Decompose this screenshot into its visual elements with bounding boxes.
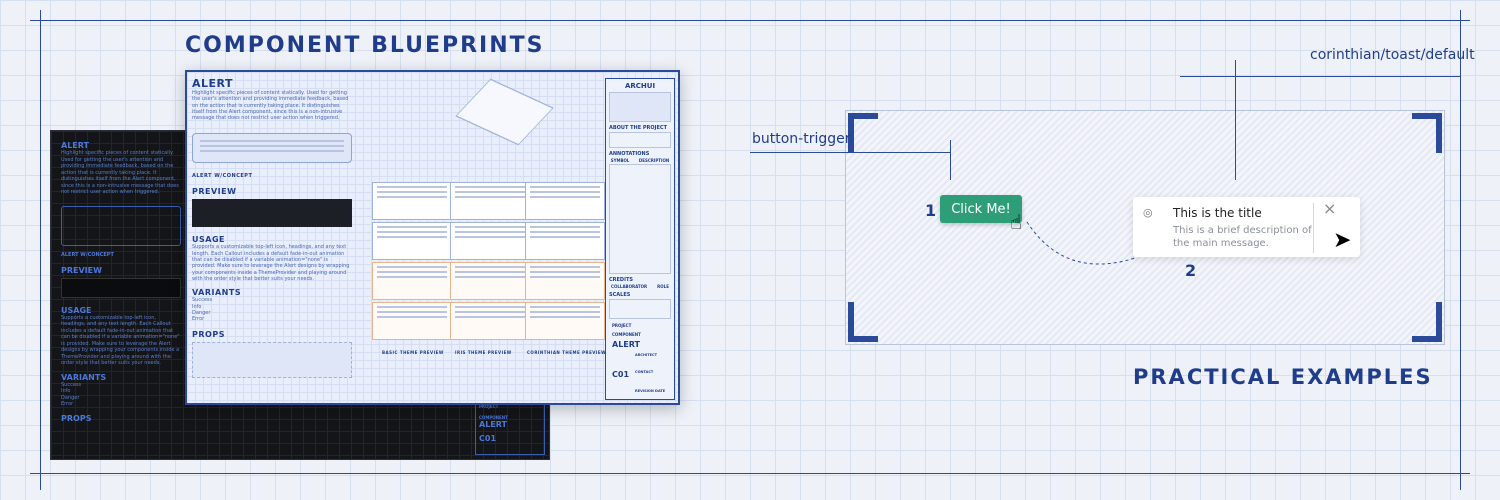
architect-label: ARCHITECT [635,353,657,357]
hand-pointer-icon: ☝ [1010,210,1023,234]
trigger-leader [750,152,950,153]
variant-item: Info [192,303,202,310]
project-label: PROJECT [612,323,632,328]
scales-box [609,299,671,319]
dark-variant: Info [61,388,71,394]
dark-preview-heading: PREVIEW [61,265,102,275]
dark-code: C01 [479,434,497,443]
variant-card [450,222,530,260]
props-heading: PROPS [192,330,225,340]
dark-usage-text: Supports a customizable top-left icon, h… [61,314,180,367]
variant-card [372,182,452,220]
practical-examples-heading: PRACTICAL EXAMPLES [1133,365,1433,389]
variant-card [525,302,605,340]
border-bottom [30,473,1470,474]
step-2-marker: 2 [1185,261,1197,280]
frame-corner [848,113,878,153]
dark-usage-heading: USAGE [61,305,92,315]
dark-project-label: PROJECT [479,404,499,409]
alert-sample [192,133,352,164]
dark-variant: Success [61,381,82,388]
toast-notification: ◎ This is the title This is a brief desc… [1133,197,1360,257]
iris-theme-preview-label: IRIS THEME PREVIEW [455,350,512,355]
button-trigger-label: button-trigger [752,131,851,147]
trigger-leader [950,140,951,180]
sheet-title: ALERT [192,77,234,90]
light-blueprint-sheet: ALERT Highlight specific pieces of conte… [185,70,680,405]
toast-leader [1180,76,1460,77]
variant-card [525,262,605,300]
border-right [1460,10,1461,490]
collaborator-col: COLLABORATOR [611,284,648,289]
variant-card [525,222,605,260]
dashed-connector [1026,221,1136,265]
toast-leader [1235,60,1236,180]
step-1-marker: 1 [925,201,937,220]
dark-concept-label: ALERT W/CONCEPT [61,251,114,258]
basic-theme-preview-label: BASIC THEME PREVIEW [382,350,444,355]
dark-title: ALERT [61,141,90,150]
dark-props-heading: PROPS [61,413,92,423]
variant-item: Success [192,297,213,304]
component-name: ALERT [612,340,641,349]
toast-title: This is the title [1173,206,1262,220]
page-heading: COMPONENT BLUEPRINTS [185,33,545,58]
scales-heading: SCALES [609,292,631,298]
component-label: COMPONENT [612,332,641,337]
variant-card [372,222,452,260]
variant-card [450,302,530,340]
variant-item: Danger [192,309,211,316]
variants-heading: VARIANTS [192,288,242,298]
dark-title-block: PROJECT COMPONENT ALERT C01 [475,400,545,455]
frame-corner [1412,302,1442,342]
preview-heading: PREVIEW [192,187,237,197]
cursor-arrow-icon: ➤ [1333,228,1352,253]
dark-component-label: COMPONENT [479,415,508,420]
hands-illustration [609,92,671,122]
isometric-alert [455,78,554,146]
variant-card [372,262,452,300]
toast-variant-label: corinthian/toast/default [1310,47,1475,63]
dark-code-preview [61,277,181,298]
project-side-panel: ARCHUI ABOUT THE PROJECT ANNOTATIONS SYM… [605,78,675,400]
toast-message: This is a brief description of the main … [1173,225,1312,249]
code-preview [192,199,352,228]
variant-card [525,182,605,220]
variant-card [450,262,530,300]
about-heading: ABOUT THE PROJECT [609,125,668,131]
concept-label: ALERT W/CONCEPT [192,173,253,180]
frame-corner [848,302,878,342]
role-col: ROLE [657,284,669,289]
archui-logo: ARCHUI [624,82,656,90]
props-table [192,342,352,379]
revision-date-label: REVISION DATE [635,389,666,393]
border-top [30,20,1470,21]
variant-card [372,302,452,340]
sheet-description: Highlight specific pieces of content sta… [192,90,349,122]
usage-heading: USAGE [192,235,225,245]
toast-divider [1313,203,1314,253]
dark-component-name: ALERT [479,420,508,429]
variant-card [450,182,530,220]
corinthian-theme-preview-label: CORINTHIAN THEME PREVIEW [527,350,607,355]
dark-variants-heading: VARIANTS [61,372,107,382]
symbol-col: SYMBOL [610,158,630,163]
annotations-heading: ANNOTATIONS [609,151,650,157]
component-code: C01 [612,369,630,379]
dark-variant: Danger [61,394,80,401]
usage-text: Supports a customizable top-left icon, h… [192,244,350,282]
toast-icon: ◎ [1143,206,1153,219]
annotations-table [609,164,671,274]
dark-variant: Error [61,401,74,407]
dark-alert-sample [61,205,181,246]
contact-label: CONTACT [635,370,654,374]
credits-heading: CREDITS [609,277,633,283]
dark-description: Highlight specific pieces of content sta… [61,150,179,195]
close-icon[interactable]: × [1323,199,1337,218]
border-left [40,10,41,490]
click-me-button[interactable]: Click Me! [940,195,1022,223]
description-col: DESCRIPTION [638,158,670,163]
frame-corner [1412,113,1442,153]
variant-item: Error [192,316,205,323]
